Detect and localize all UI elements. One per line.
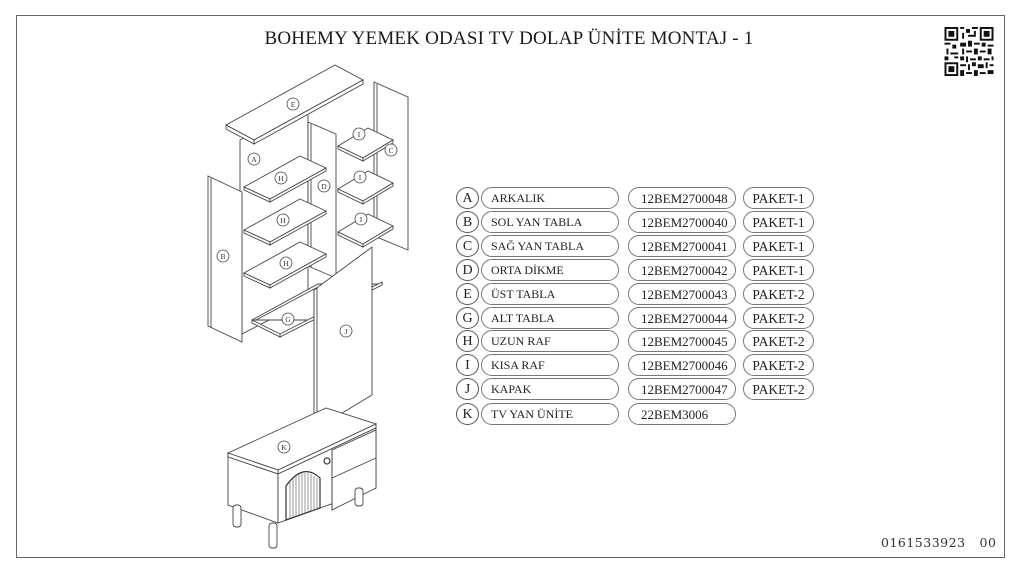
part-package: PAKET-1: [743, 211, 814, 233]
page-border: [16, 15, 1005, 558]
part-code: 12BEM2700043: [628, 283, 736, 305]
label-h-1: H: [274, 171, 288, 185]
part-name: KAPAK: [481, 378, 619, 400]
svg-text:A: A: [251, 155, 257, 164]
part-letter: I: [456, 354, 479, 376]
part-name: ÜST TABLA: [481, 283, 619, 305]
part-name: SAĞ YAN TABLA: [481, 235, 619, 257]
part-letter: B: [456, 211, 479, 233]
label-i-2: I: [353, 170, 367, 184]
part-code: 22BEM3006: [628, 403, 736, 425]
part-letter: E: [456, 283, 479, 305]
svg-text:H: H: [283, 259, 289, 268]
part-row-e: E ÜST TABLA 12BEM2700043 PAKET-2: [455, 283, 825, 307]
part-letter: J: [456, 378, 479, 400]
svg-text:H: H: [278, 174, 284, 183]
svg-text:D: D: [321, 182, 327, 191]
door-knob: [323, 457, 331, 465]
part-package: PAKET-1: [743, 259, 814, 281]
svg-text:I: I: [358, 130, 361, 139]
panel-j-door: [313, 246, 373, 431]
part-row-j: J KAPAK 12BEM2700047 PAKET-2: [455, 378, 825, 402]
part-package: PAKET-2: [743, 283, 814, 305]
label-h-2: H: [276, 213, 290, 227]
label-k: K: [277, 440, 291, 454]
title-text: BOHEMY YEMEK ODASI TV DOLAP ÜNİTE MONTAJ…: [264, 28, 754, 49]
label-d: D: [317, 179, 331, 193]
part-name: TV YAN ÜNİTE: [481, 403, 619, 425]
part-name: ALT TABLA: [481, 307, 619, 329]
part-row-d: D ORTA DİKME 12BEM2700042 PAKET-1: [455, 259, 825, 283]
part-code: 12BEM2700041: [628, 235, 736, 257]
part-package: PAKET-2: [743, 330, 814, 352]
part-code: 12BEM2700045: [628, 330, 736, 352]
doc-number: 0161533923: [881, 535, 966, 550]
part-code: 12BEM2700042: [628, 259, 736, 281]
part-letter: H: [456, 330, 479, 352]
svg-text:C: C: [388, 146, 393, 155]
part-letter: G: [456, 307, 479, 329]
qr-code-icon: [944, 27, 994, 76]
document-number: 0161533923 00: [881, 535, 996, 550]
label-e: E: [286, 97, 300, 111]
part-code: 12BEM2700040: [628, 211, 736, 233]
part-name: ARKALIK: [481, 187, 619, 209]
svg-text:H: H: [280, 216, 286, 225]
part-name: SOL YAN TABLA: [481, 211, 619, 233]
svg-text:E: E: [291, 100, 296, 109]
part-letter: A: [456, 187, 479, 209]
label-i-1: I: [352, 127, 366, 141]
part-letter: K: [456, 403, 479, 425]
svg-text:K: K: [281, 443, 287, 452]
label-b: B: [216, 249, 230, 263]
part-code: 12BEM2700047: [628, 378, 736, 400]
part-row-k: K TV YAN ÜNİTE 22BEM3006: [455, 403, 825, 427]
svg-text:J: J: [345, 327, 348, 336]
part-package: PAKET-1: [743, 187, 814, 209]
label-c: C: [384, 143, 398, 157]
svg-text:G: G: [285, 315, 291, 324]
assembly-drawing: E A C D B H H H I I I G J K: [207, 64, 409, 549]
part-name: KISA RAF: [481, 354, 619, 376]
part-code: 12BEM2700048: [628, 187, 736, 209]
label-i-3: I: [354, 212, 368, 226]
part-row-g: G ALT TABLA 12BEM2700044 PAKET-2: [455, 307, 825, 331]
part-name: ORTA DİKME: [481, 259, 619, 281]
label-a: A: [247, 152, 261, 166]
part-row-a: A ARKALIK 12BEM2700048 PAKET-1: [455, 187, 825, 211]
svg-text:B: B: [220, 252, 225, 261]
part-row-c: C SAĞ YAN TABLA 12BEM2700041 PAKET-1: [455, 235, 825, 259]
part-name: UZUN RAF: [481, 330, 619, 352]
part-package: PAKET-1: [743, 235, 814, 257]
part-code: 12BEM2700044: [628, 307, 736, 329]
part-row-i: I KISA RAF 12BEM2700046 PAKET-2: [455, 354, 825, 378]
part-letter: D: [456, 259, 479, 281]
page-title: BOHEMY YEMEK ODASI TV DOLAP ÜNİTE MONTAJ…: [0, 28, 1024, 50]
part-package: PAKET-2: [743, 354, 814, 376]
part-row-b: B SOL YAN TABLA 12BEM2700040 PAKET-1: [455, 211, 825, 235]
part-package: PAKET-2: [743, 378, 814, 400]
part-code: 12BEM2700046: [628, 354, 736, 376]
part-letter: C: [456, 235, 479, 257]
label-h-3: H: [279, 256, 293, 270]
part-package: PAKET-2: [743, 307, 814, 329]
svg-text:I: I: [359, 173, 362, 182]
label-g: G: [281, 312, 295, 326]
svg-text:I: I: [360, 215, 363, 224]
revision-number: 00: [979, 535, 997, 550]
label-j: J: [339, 324, 353, 338]
part-row-h: H UZUN RAF 12BEM2700045 PAKET-2: [455, 330, 825, 354]
